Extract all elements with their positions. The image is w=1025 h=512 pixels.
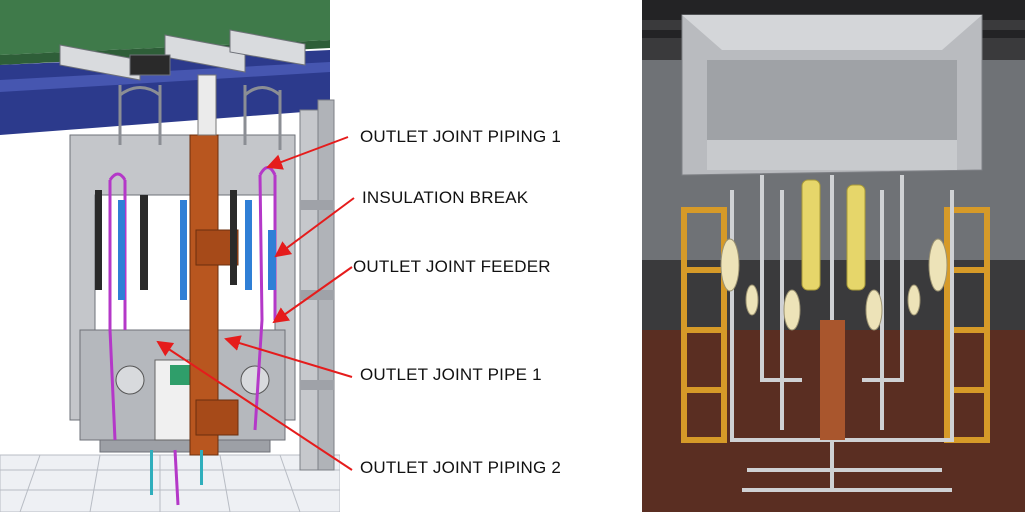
arrow-piping1 [266, 136, 349, 170]
arrow-insulation [274, 197, 355, 258]
photo-ceramic-feeders [720, 238, 948, 331]
arrow-feeder [272, 266, 353, 324]
label-insulation-break: INSULATION BREAK [362, 188, 529, 207]
cad-top-piping [118, 85, 282, 150]
photo-scene [642, 0, 1025, 512]
label-outlet-joint-pipe-1: OUTLET JOINT PIPE 1 [360, 365, 542, 384]
cad-copper-busbar [189, 74, 239, 456]
photo-copper-bar [820, 320, 845, 440]
cad-blue-insulators [95, 190, 276, 495]
cad-top-clamps [59, 29, 306, 81]
cad-drawing [0, 0, 340, 512]
label-outlet-joint-feeder: OUTLET JOINT FEEDER [353, 257, 551, 276]
cad-floor-grid [0, 454, 340, 512]
photo-steel-box [681, 14, 983, 176]
arrow-piping2 [156, 340, 353, 471]
label-outlet-joint-piping-2: OUTLET JOINT PIPING 2 [360, 458, 562, 477]
cad-rendering [0, 0, 340, 512]
arrow-pipe1 [224, 335, 353, 378]
photo-insulation-breaks [801, 179, 866, 291]
label-outlet-joint-piping-1: OUTLET JOINT PIPING 1 [360, 127, 562, 146]
photo-panel [642, 0, 1025, 512]
